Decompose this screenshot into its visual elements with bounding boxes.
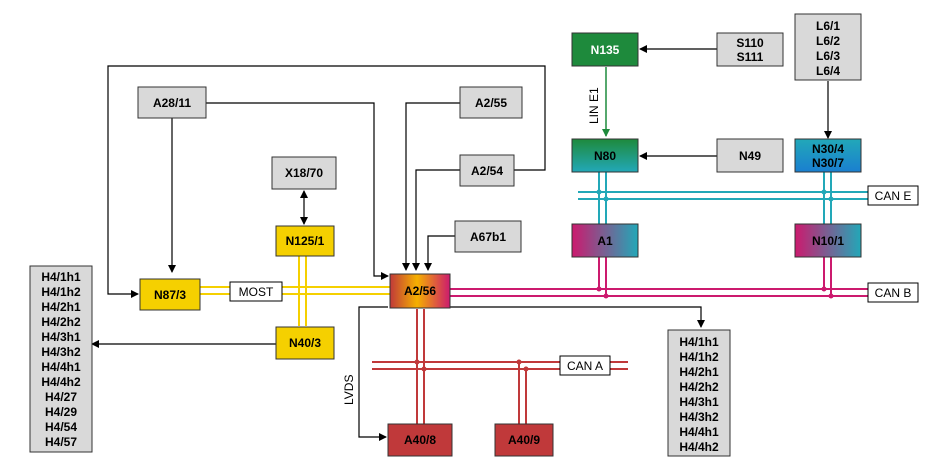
node-n125-1: N125/1: [275, 225, 335, 257]
node-a40-8-label: A40/8: [404, 433, 436, 447]
node-n30-7-label: N30/7: [812, 156, 844, 170]
node-n87-3-label: N87/3: [154, 288, 186, 302]
can-e-bus: [578, 170, 868, 226]
node-a67b1: A67b1: [454, 220, 522, 253]
l6-item: L6/4: [816, 64, 840, 78]
node-a2-56-label: A2/56: [404, 284, 436, 298]
node-a28-11: A28/11: [137, 86, 207, 119]
list-item: H4/4h1: [41, 360, 81, 374]
node-s110-s111: S110 S111: [716, 32, 784, 67]
node-a1-label: A1: [597, 234, 613, 248]
list-item: H4/3h2: [41, 345, 81, 359]
list-item: H4/1h2: [41, 285, 81, 299]
node-a40-9: A40/9: [494, 423, 554, 457]
list-item: H4/1h2: [679, 350, 719, 364]
most-label-box: MOST: [229, 281, 283, 302]
most-bus: [200, 256, 390, 326]
node-s111-label: S111: [737, 50, 764, 64]
list-item: H4/2h1: [41, 300, 81, 314]
can-e-label: CAN E: [875, 189, 912, 203]
l6-item: L6/1: [816, 19, 840, 33]
node-n135: N135: [571, 32, 639, 67]
list-item: H4/2h2: [41, 315, 81, 329]
node-n135-label: N135: [591, 43, 620, 57]
node-a1: A1: [571, 223, 639, 258]
can-b-bus: [450, 257, 868, 299]
list-item: H4/54: [45, 420, 77, 434]
node-n87-3: N87/3: [139, 278, 201, 311]
list-item: H4/3h2: [679, 410, 719, 424]
list-item: H4/29: [45, 405, 77, 419]
can-a-label: CAN A: [567, 359, 603, 373]
can-b-label-box: CAN B: [867, 282, 919, 303]
node-n125-1-label: N125/1: [286, 234, 325, 248]
node-a40-8: A40/8: [387, 423, 453, 457]
node-n30: N30/4 N30/7: [794, 138, 862, 173]
list-item: H4/4h2: [41, 375, 81, 389]
node-n30-4-label: N30/4: [812, 142, 844, 156]
node-s110-label: S110: [736, 36, 764, 50]
node-a40-9-label: A40/9: [508, 433, 540, 447]
node-n40-3-label: N40/3: [289, 336, 321, 350]
list-item: H4/4h1: [679, 425, 719, 439]
node-x18-70-label: X18/70: [285, 166, 323, 180]
signal-wires: [91, 45, 832, 441]
list-item: H4/4h2: [679, 440, 719, 454]
lvds-label: LVDS: [342, 375, 356, 405]
list-item: H4/57: [45, 435, 77, 449]
can-a-label-box: CAN A: [559, 355, 611, 376]
node-a28-11-label: A28/11: [153, 96, 191, 110]
node-a67b1-label: A67b1: [470, 230, 506, 244]
node-n10-1: N10/1: [794, 223, 862, 258]
node-a2-56: A2/56: [389, 273, 451, 309]
lin-e1-label: LIN E1: [587, 87, 601, 124]
node-n80: N80: [571, 138, 639, 173]
node-a2-54-label: A2/54: [471, 164, 503, 178]
can-b-label: CAN B: [875, 286, 912, 300]
node-a2-55: A2/55: [459, 86, 523, 119]
list-item: H4/3h1: [679, 395, 719, 409]
left-output-list: H4/1h1H4/1h2H4/2h1H4/2h2H4/3h1H4/3h2H4/4…: [29, 265, 93, 453]
node-n49-label: N49: [739, 149, 761, 163]
right-output-list: H4/1h1H4/1h2H4/2h1H4/2h2H4/3h1H4/3h2H4/4…: [667, 329, 731, 457]
list-item: H4/2h1: [679, 365, 719, 379]
node-n10-1-label: N10/1: [812, 234, 844, 248]
can-e-label-box: CAN E: [867, 185, 919, 206]
list-item: H4/27: [45, 390, 77, 404]
node-n49: N49: [716, 138, 784, 173]
list-item: H4/2h2: [679, 380, 719, 394]
node-n40-3: N40/3: [275, 326, 335, 360]
list-item: H4/3h1: [41, 330, 81, 344]
node-a2-55-label: A2/55: [475, 96, 507, 110]
node-n80-label: N80: [594, 149, 616, 163]
list-item: H4/1h1: [679, 335, 719, 349]
l6-item: L6/3: [816, 49, 840, 63]
most-label: MOST: [239, 285, 274, 299]
node-x18-70: X18/70: [271, 156, 337, 190]
list-item: H4/1h1: [41, 270, 81, 284]
node-a2-54: A2/54: [459, 154, 515, 187]
l6-item: L6/2: [816, 34, 840, 48]
node-l6-list: L6/1 L6/2 L6/3 L6/4: [794, 13, 862, 81]
